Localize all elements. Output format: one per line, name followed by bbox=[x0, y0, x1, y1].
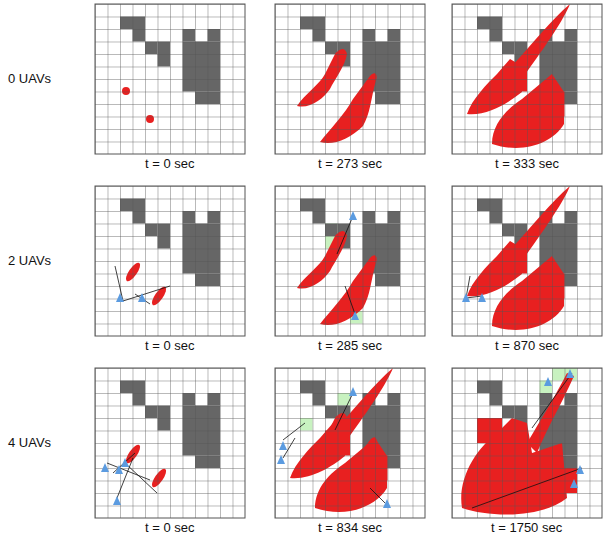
time-caption: t = 0 sec bbox=[145, 338, 195, 354]
time-caption: t = 870 sec bbox=[495, 338, 559, 354]
time-caption: t = 0 sec bbox=[145, 156, 195, 172]
row-label: 4 UAVs bbox=[8, 435, 51, 451]
time-caption: t = 285 sec bbox=[318, 338, 382, 354]
time-caption: t = 1750 sec bbox=[491, 520, 562, 536]
row-label: 2 UAVs bbox=[8, 253, 51, 269]
time-caption: t = 333 sec bbox=[495, 156, 559, 172]
time-caption: t = 0 sec bbox=[145, 520, 195, 536]
time-caption: t = 834 sec bbox=[318, 520, 382, 536]
row-label: 0 UAVs bbox=[8, 71, 51, 87]
time-caption: t = 273 sec bbox=[318, 156, 382, 172]
